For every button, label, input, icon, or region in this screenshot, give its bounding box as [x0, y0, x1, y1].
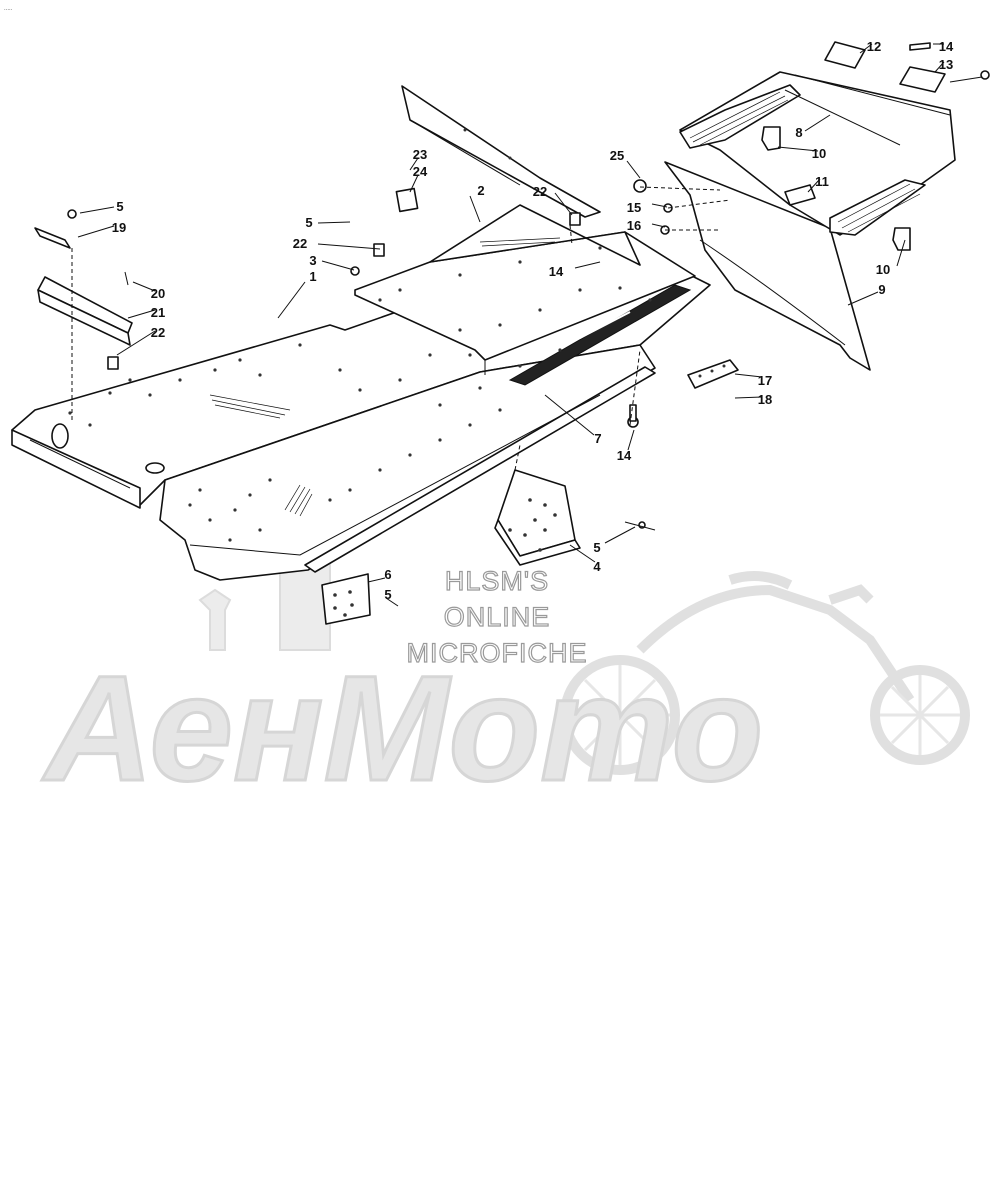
callout-c13: 13: [939, 57, 953, 72]
callout-leader-c22b: [317, 243, 381, 250]
callout-c5a: 5: [116, 199, 123, 214]
callout-c5b: 5: [305, 215, 312, 230]
callout-c5c: 5: [593, 540, 600, 555]
part-decals: [824, 41, 946, 93]
part-latches: [761, 126, 911, 251]
callout-c14a: 14: [939, 39, 954, 54]
watermark-wheel-spokes: [570, 665, 960, 765]
part-tunnel: [11, 204, 711, 581]
callout-leader-c12: [859, 43, 873, 54]
part-fasteners: [67, 42, 990, 531]
callout-leader-c18: [734, 396, 763, 399]
callout-leader-c17: [734, 373, 763, 378]
watermark-brand-text: АенМото: [41, 644, 763, 812]
callout-leader-c5c: [604, 526, 636, 544]
callout-c6: 6: [384, 567, 391, 582]
callout-c16: 16: [627, 218, 641, 233]
tunnel-vent-hatch: [209, 237, 561, 517]
callout-c1: 1: [309, 269, 316, 284]
watermark-line-1: HLSM'S: [445, 566, 549, 596]
callout-leader-c1: [277, 281, 306, 319]
callout-leader-c15: [651, 203, 668, 208]
callout-c5d: 5: [384, 587, 391, 602]
corner-mark: .....: [4, 6, 13, 12]
tunnel-rivets: [68, 246, 652, 542]
callout-leader-c23: [409, 157, 419, 171]
callout-leader-c24: [409, 174, 419, 193]
callout-leader-c8: [804, 114, 831, 132]
callout-c14c: 14: [617, 448, 632, 463]
callout-c21: 21: [151, 305, 165, 320]
callout-leader-c14c: [627, 429, 635, 451]
part-plate: [321, 573, 371, 625]
callout-c3: 3: [309, 253, 316, 268]
part-support-bracket: [494, 444, 581, 566]
callout-leader-c9: [847, 291, 879, 306]
callout-leader-c10a: [777, 146, 819, 152]
callout-leader-c13: [934, 61, 945, 73]
callout-c23: 23: [413, 147, 427, 162]
callout-leader-c20: [132, 281, 156, 292]
callout-c4: 4: [593, 559, 601, 574]
callout-leader-c21: [127, 309, 156, 319]
callout-c2: 2: [477, 183, 484, 198]
callout-leader-c2: [469, 195, 481, 223]
callout-c11: 11: [815, 174, 829, 189]
callout-leader-c7: [544, 394, 595, 436]
callout-leader-c19: [77, 225, 115, 238]
callout-c22b: 22: [293, 236, 307, 251]
callout-leader-c25: [626, 160, 641, 179]
callout-leader-c11: [807, 178, 821, 193]
watermark-line-2: ONLINE: [444, 602, 551, 632]
callout-leader-c3: [321, 260, 355, 271]
callout-c18: 18: [758, 392, 772, 407]
callout-leader-c22a: [116, 330, 156, 356]
callout-leader-c5b: [317, 221, 351, 224]
part-rear-flap: [395, 85, 601, 218]
callout-c14b: 14: [549, 264, 564, 279]
callout-c8: 8: [795, 125, 802, 140]
callout-leader-c5d: [385, 597, 399, 607]
callout-leader-c5a: [79, 206, 115, 214]
part-hinge: [687, 359, 739, 389]
callout-c20: 20: [151, 286, 165, 301]
callout-c22c: 22: [533, 184, 547, 199]
watermark-line-3: MICROFICHE: [407, 638, 588, 668]
callout-c10b: 10: [876, 262, 890, 277]
callout-c7: 7: [594, 431, 601, 446]
callout-c25: 25: [610, 148, 624, 163]
callout-labels: 1234555567891010111213141414151617181920…: [77, 39, 954, 607]
callout-leader-c4: [569, 544, 596, 563]
callout-leader-c16: [651, 223, 666, 228]
callout-c24: 24: [413, 164, 428, 179]
callout-leader-c14b: [574, 261, 601, 269]
callout-c15: 15: [627, 200, 641, 215]
callout-c19: 19: [112, 220, 126, 235]
watermark: АенМото HLSM'S ONLINE MICROFICHE: [40, 399, 970, 814]
callout-c22a: 22: [151, 325, 165, 340]
callout-leader-c10b: [896, 239, 906, 267]
part-rear-bumper: [664, 71, 956, 371]
part-left-bracket: [34, 227, 133, 420]
callout-c12: 12: [867, 39, 881, 54]
callout-c17: 17: [758, 373, 772, 388]
watermark-motorcycle-logo: [560, 571, 970, 775]
callout-c10a: 10: [812, 146, 826, 161]
callout-c9: 9: [878, 282, 885, 297]
callout-leader-c6: [367, 577, 386, 583]
callout-leader-c22c: [554, 192, 573, 216]
